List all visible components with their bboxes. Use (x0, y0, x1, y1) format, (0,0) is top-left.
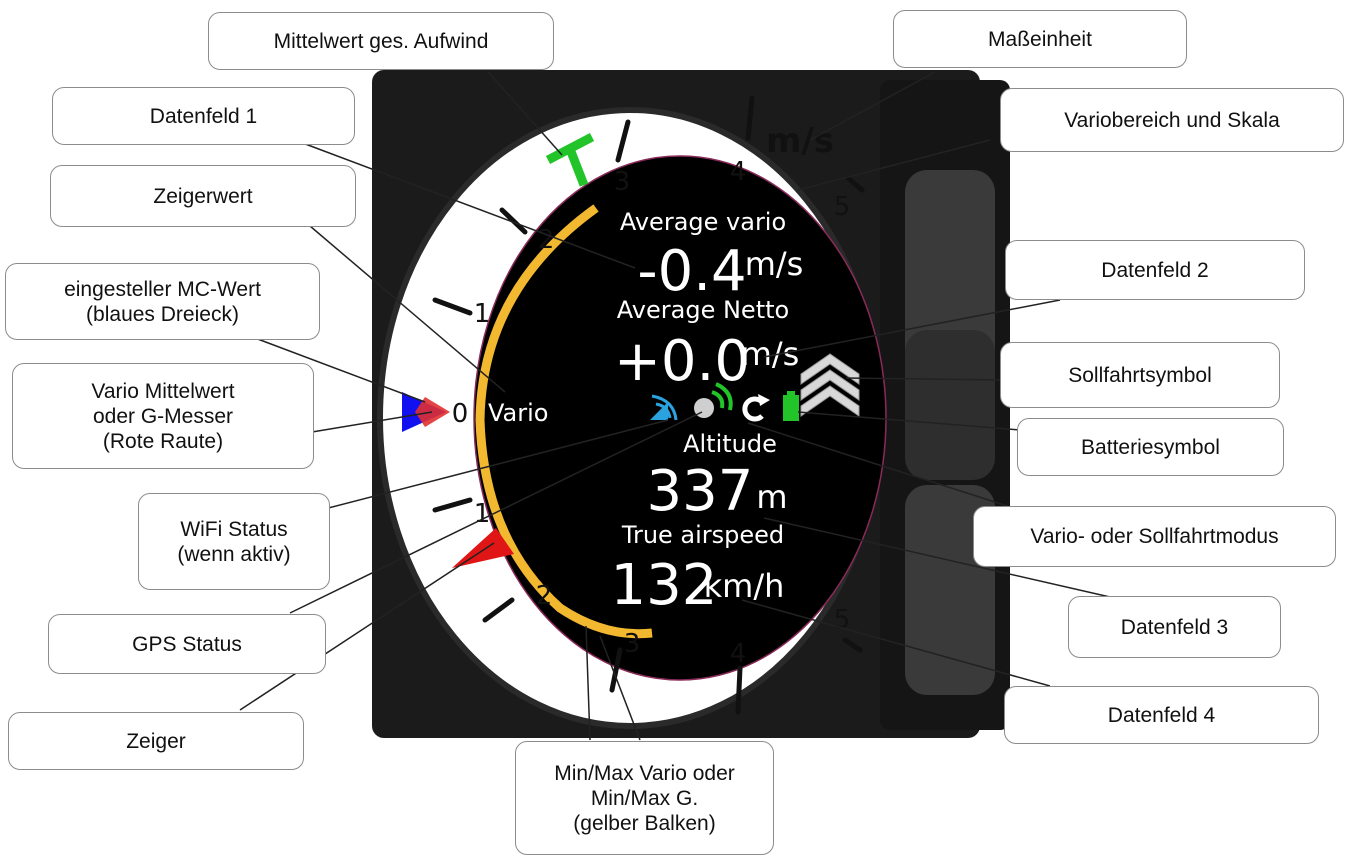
scale-lower-2: 2 (536, 581, 553, 611)
min-max-bar (475, 204, 653, 639)
scale-lower-4: 4 (730, 639, 747, 669)
datafield-1-label: Average vario (620, 208, 786, 236)
datafield-1-unit: m/s (745, 245, 804, 283)
datafield-4-unit: km/h (704, 567, 785, 605)
scale-upper-3: 3 (614, 167, 631, 197)
leader-lines (239, 71, 1111, 741)
datafield-2-value: +0.0 (614, 329, 750, 394)
datafield-2-label: Average Netto (617, 296, 789, 324)
callout-datenfeld3: Datenfeld 3 (1068, 596, 1281, 658)
callout-mcwert: eingesteller MC-Wert (blaues Dreieck) (5, 263, 320, 340)
callout-gps: GPS Status (48, 614, 326, 674)
callout-datenfeld1: Datenfeld 1 (52, 87, 355, 145)
scale-left-1: 1 (474, 299, 491, 329)
callout-modus: Vario- oder Sollfahrtmodus (973, 506, 1336, 567)
callout-datenfeld4: Datenfeld 4 (1004, 686, 1319, 744)
vario-average-diamond (415, 397, 450, 427)
battery-icon (783, 391, 799, 421)
scale-lower-3: 3 (624, 629, 641, 659)
average-climb-marker (545, 133, 595, 187)
datafield-2-unit: m/s (741, 335, 800, 373)
callout-sollfahrtsymbol: Sollfahrtsymbol (1000, 342, 1280, 408)
datafield-4-value: 132 (611, 553, 718, 618)
callout-masseinheit: Maßeinheit (893, 10, 1187, 68)
side-button-middle[interactable] (905, 330, 995, 480)
scale-upper-4: 4 (730, 157, 747, 187)
callout-minmax: Min/Max Vario oder Min/Max G. (gelber Ba… (515, 741, 774, 855)
datafield-3-value: 337 (647, 459, 754, 524)
datafield-3-unit: m (756, 478, 787, 516)
scale-numbers: 3 4 5 2 1 0 1 2 3 4 5 (452, 157, 851, 669)
scale-lower-5: 5 (834, 605, 851, 635)
needle (452, 528, 514, 568)
wifi-icon (650, 394, 678, 421)
callout-batteriesymbol: Batteriesymbol (1017, 418, 1284, 476)
callout-variomittel: Vario Mittelwert oder G-Messer (Rote Rau… (12, 363, 314, 469)
callout-wifi: WiFi Status (wenn aktiv) (138, 493, 330, 590)
scale-left-0: 0 (452, 399, 469, 429)
mode-label: Vario (488, 399, 548, 427)
datafield-1-value: -0.4 (637, 239, 746, 304)
datafield-3-label: Altitude (683, 430, 777, 458)
side-button-upper[interactable] (905, 170, 995, 380)
scale-ticks (417, 95, 865, 715)
datafield-4-label: True airspeed (621, 521, 784, 549)
callout-zeiger: Zeiger (8, 712, 304, 770)
scale-left-2: 2 (538, 225, 555, 255)
side-button-lower[interactable] (905, 485, 995, 695)
data-fields: Average vario -0.4 m/s Average Netto +0.… (611, 208, 804, 618)
scale-left-1b: 1 (474, 499, 491, 529)
scale-upper-5: 5 (834, 192, 851, 222)
callout-zeigerwert: Zeigerwert (50, 165, 356, 227)
speed-to-fly-icon (800, 353, 860, 417)
unit-label: m/s (766, 121, 834, 161)
callout-datenfeld2: Datenfeld 2 (1005, 240, 1305, 300)
display-screen (473, 155, 887, 681)
vario-mode-icon (742, 394, 770, 422)
callout-mittelwert: Mittelwert ges. Aufwind (208, 12, 554, 70)
callout-variobereich: Variobereich und Skala (1000, 88, 1344, 152)
